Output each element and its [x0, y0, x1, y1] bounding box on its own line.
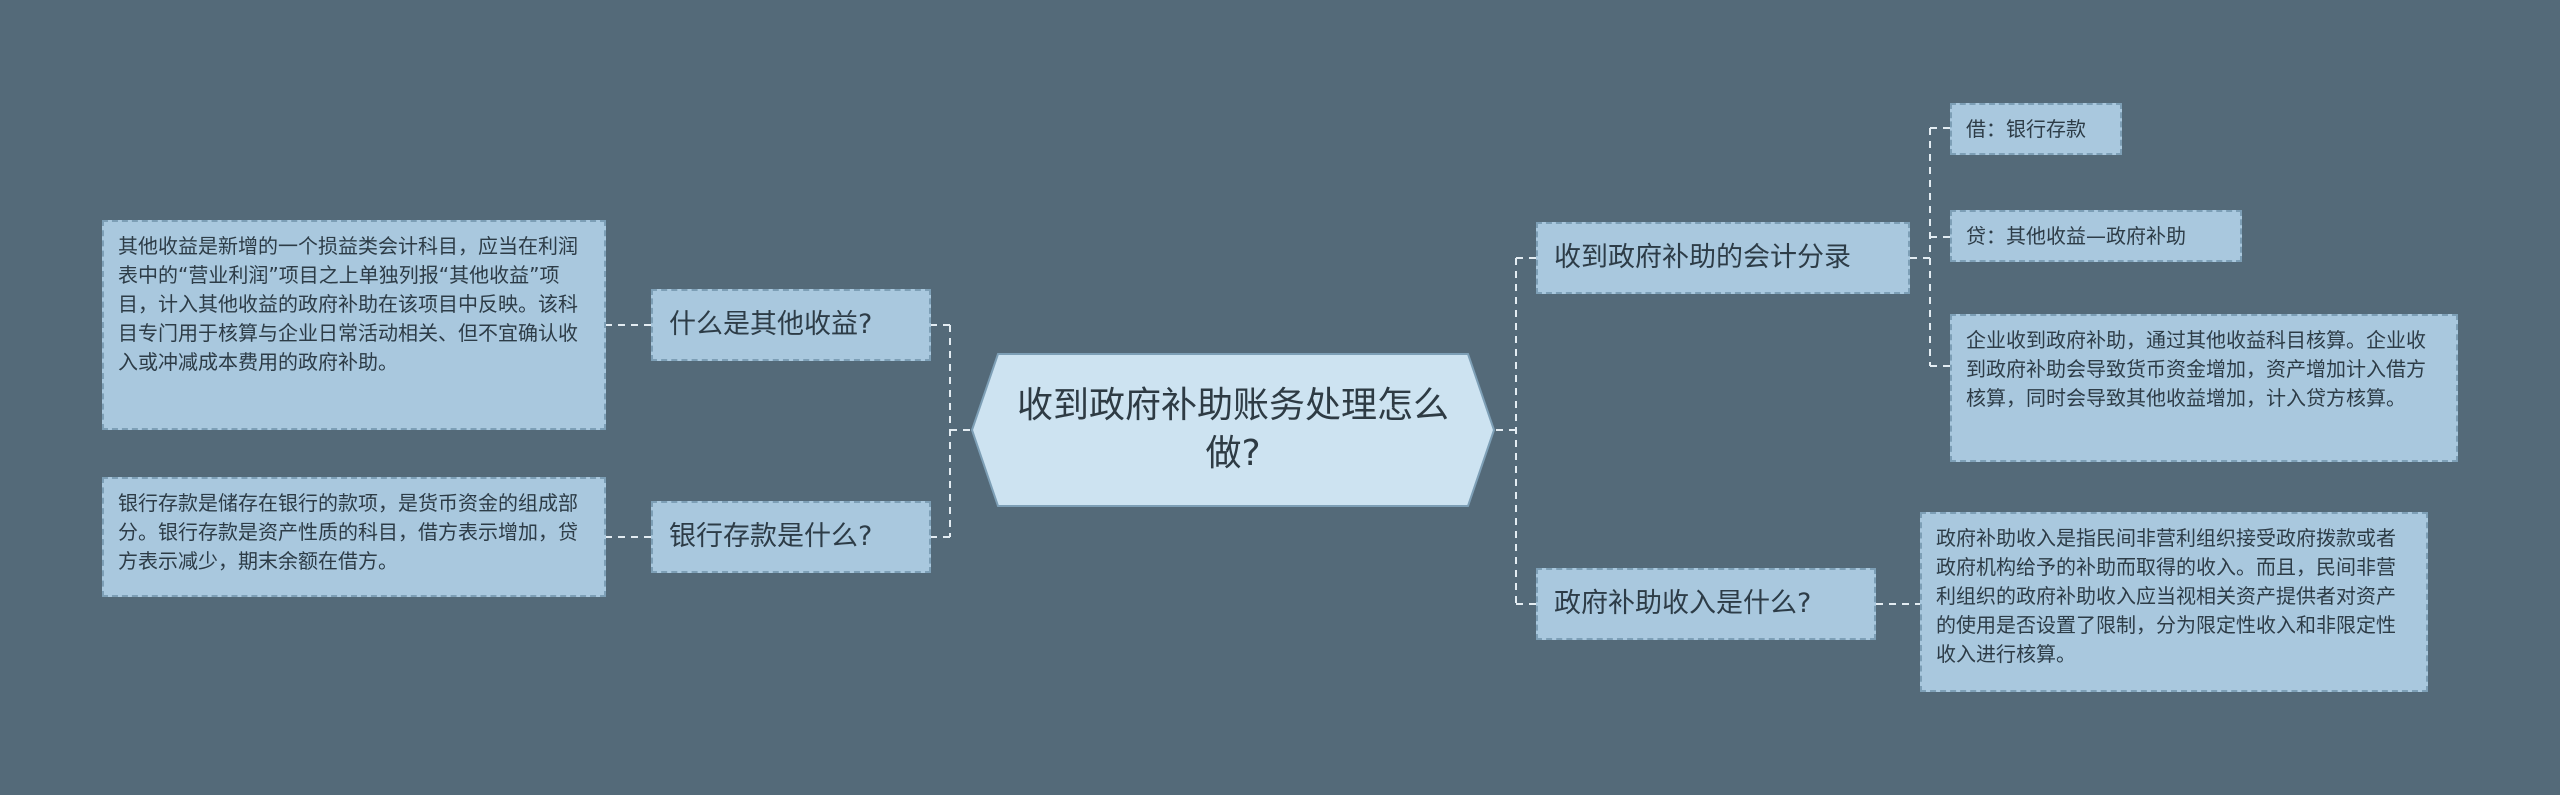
leaf-entry-explanation-text: 企业收到政府补助，通过其他收益科目核算。企业收到政府补助会导致货币资金增加，资产… [1966, 328, 2426, 410]
leaf-credit-entry-text: 贷：其他收益—政府补助 [1966, 223, 2186, 248]
leaf-credit-entry[interactable]: 贷：其他收益—政府补助 [1950, 210, 2242, 262]
leaf-entry-explanation[interactable]: 企业收到政府补助，通过其他收益科目核算。企业收到政府补助会导致货币资金增加，资产… [1950, 314, 2458, 462]
topic-other-income-label: 什么是其他收益? [669, 309, 873, 340]
topic-other-income[interactable]: 什么是其他收益? [651, 289, 931, 361]
central-topic[interactable]: 收到政府补助账务处理怎么做? [970, 352, 1496, 508]
leaf-debit-entry[interactable]: 借：银行存款 [1950, 103, 2122, 155]
leaf-subsidy-income-text: 政府补助收入是指民间非营利组织接受政府拨款或者政府机构给予的补助而取得的收入。而… [1936, 526, 2396, 666]
central-topic-title: 收到政府补助账务处理怎么做? [1016, 385, 1449, 474]
leaf-other-income-text: 其他收益是新增的一个损益类会计科目，应当在利润表中的“营业利润”项目之上单独列报… [118, 234, 578, 374]
topic-bank-deposit[interactable]: 银行存款是什么? [651, 501, 931, 573]
topic-accounting-entry-label: 收到政府补助的会计分录 [1554, 242, 1851, 273]
leaf-bank-deposit-detail[interactable]: 银行存款是储存在银行的款项，是货币资金的组成部分。银行存款是资产性质的科目，借方… [102, 477, 606, 597]
leaf-bank-deposit-text: 银行存款是储存在银行的款项，是货币资金的组成部分。银行存款是资产性质的科目，借方… [118, 491, 578, 573]
topic-bank-deposit-label: 银行存款是什么? [669, 521, 873, 552]
central-topic-shape [970, 353, 1496, 507]
topic-accounting-entry[interactable]: 收到政府补助的会计分录 [1536, 222, 1910, 294]
topic-subsidy-income[interactable]: 政府补助收入是什么? [1536, 568, 1876, 640]
leaf-other-income-detail[interactable]: 其他收益是新增的一个损益类会计科目，应当在利润表中的“营业利润”项目之上单独列报… [102, 220, 606, 430]
leaf-subsidy-income-detail[interactable]: 政府补助收入是指民间非营利组织接受政府拨款或者政府机构给予的补助而取得的收入。而… [1920, 512, 2428, 692]
leaf-debit-entry-text: 借：银行存款 [1966, 116, 2086, 141]
topic-subsidy-income-label: 政府补助收入是什么? [1554, 588, 1812, 619]
